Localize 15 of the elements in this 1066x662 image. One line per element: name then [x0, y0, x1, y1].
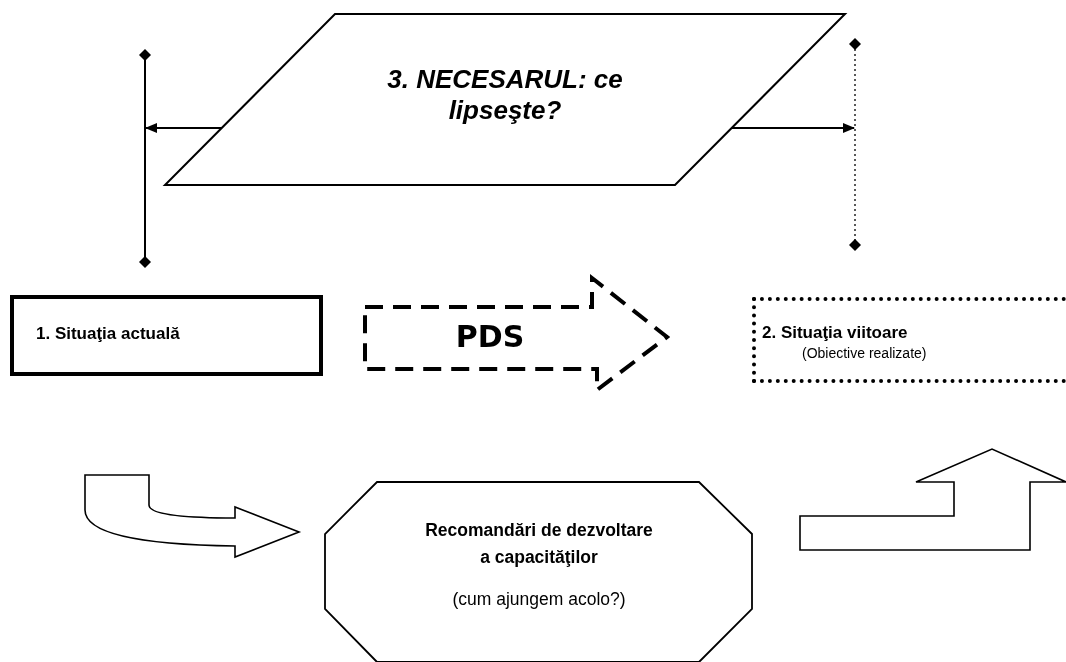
box-subtitle: (Obiective realizate)	[802, 345, 928, 362]
process-box	[752, 297, 1066, 383]
arrow	[145, 123, 223, 133]
octagon-subtitle: (cum ajungem acolo?)	[451, 589, 627, 610]
box-title: 1. Situaţia actuală	[36, 324, 181, 345]
block-arrow	[84, 474, 300, 558]
box-title: 2. Situaţia viitoare	[762, 323, 909, 344]
block-arrow	[799, 448, 1066, 551]
octagon-title: Recomandări de dezvoltare a capacităţilor	[424, 519, 654, 570]
octagon-box	[324, 481, 754, 662]
range-bar	[847, 38, 863, 251]
range-bar	[137, 49, 153, 268]
process-box	[10, 295, 323, 376]
arrow	[731, 123, 855, 133]
parallelogram-title: 3. NECESARUL: ce lipseşte?	[386, 64, 624, 127]
